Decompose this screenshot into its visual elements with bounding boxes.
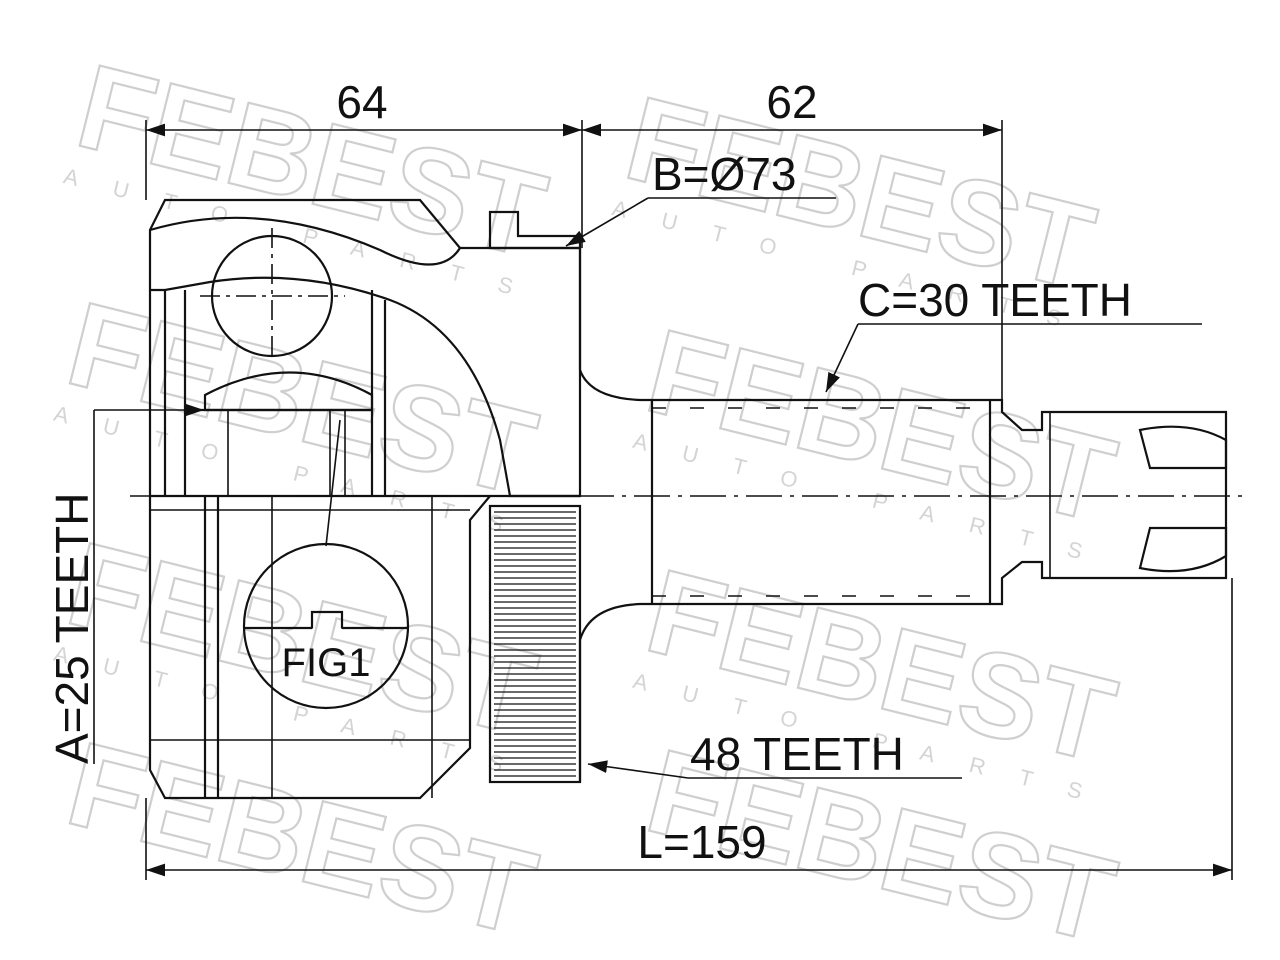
dimension-outer-spline: C=30 TEETH [825, 274, 1202, 393]
dimension-abs-ring: 48 TEETH [587, 728, 962, 780]
abs-ring [488, 504, 582, 784]
inner-race [163, 290, 387, 496]
inner-spline-label: A=25 TEETH [46, 493, 98, 764]
dimension-62: 62 [582, 76, 1003, 400]
dimension-diameter: B=Ø73 [565, 148, 836, 247]
length-right-label: 62 [766, 76, 817, 128]
outer-spline-label: C=30 TEETH [858, 274, 1132, 326]
length-left-label: 64 [336, 76, 387, 128]
splined-shaft [578, 248, 1228, 782]
ball-bearing [200, 228, 345, 362]
figure-label: FIG1 [282, 641, 371, 685]
dimension-inner-spline: A=25 TEETH [46, 403, 204, 764]
dimension-total-length: L=159 [145, 578, 1233, 880]
fig1-detail: FIG1 [242, 419, 410, 710]
diameter-label: B=Ø73 [652, 148, 797, 200]
abs-ring-label: 48 TEETH [690, 728, 904, 780]
total-length-label: L=159 [637, 816, 766, 868]
watermark-layer: FEBEST AUTO PARTS FEBEST AUTO PARTS FEBE… [51, 38, 1128, 960]
dimension-64: 64 [145, 76, 583, 248]
